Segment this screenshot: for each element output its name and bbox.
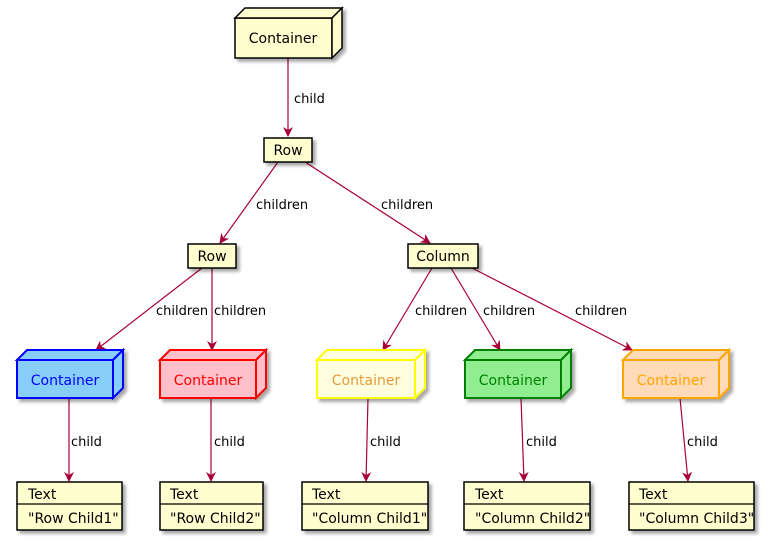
edge-label-column-to-orange: children [575, 304, 627, 319]
edge-label-column-to-yellow: children [415, 304, 467, 319]
edge-label-red-to-text2: child [214, 435, 245, 450]
column-node [407, 243, 479, 269]
root-container-label: Container [249, 31, 318, 47]
container-blue-label: Container [31, 373, 100, 389]
edge-label-root-to-row: child [294, 92, 325, 107]
edge-label-blue-to-text1: child [71, 435, 102, 450]
text-node-3-value: "Column Child1" [312, 511, 427, 527]
container-yellow-node [314, 347, 428, 401]
text-node-2-value: "Row Child2" [170, 511, 261, 527]
edge-orange-to-text5 [679, 397, 693, 482]
edge-label-row-to-column: children [381, 198, 433, 213]
text-node-4-value: "Column Child2" [475, 511, 590, 527]
edge-label-row-to-row: children [256, 198, 308, 213]
root-container-node [233, 6, 344, 60]
text-node-5-title: Text [638, 487, 668, 503]
text-node-5-value: "Column Child3" [639, 511, 754, 527]
edge-row-to-blue [95, 267, 203, 351]
text-node-4-title: Text [474, 487, 504, 503]
text-node-2-title: Text [169, 487, 199, 503]
edge-column-to-green [450, 267, 501, 351]
text-node-3: Text "Column Child1" [301, 481, 429, 531]
row-inner-label: Row [197, 249, 226, 265]
container-green-label: Container [479, 373, 548, 389]
text-node-1: Text "Row Child1" [16, 481, 123, 531]
edge-row-to-row [219, 161, 279, 244]
edge-label-yellow-to-text3: child [370, 435, 401, 450]
text-node-3-title: Text [311, 487, 341, 503]
container-yellow-label: Container [332, 373, 401, 389]
column-label: Column [416, 249, 470, 265]
text-node-1-title: Text [27, 487, 57, 503]
edges [64, 58, 693, 482]
row-main-label: Row [273, 143, 302, 159]
edge-row-to-column [304, 161, 431, 244]
edge-label-row-to-blue: children [156, 304, 208, 319]
edge-label-orange-to-text5: child [687, 435, 718, 450]
edge-label-column-to-green: children [483, 304, 535, 319]
edge-label-green-to-text4: child [526, 435, 557, 450]
edge-labels: child children children children childre… [71, 92, 718, 450]
edge-column-to-yellow [382, 267, 433, 351]
row-inner-node [187, 243, 237, 269]
container-blue-node [14, 347, 126, 401]
container-orange-label: Container [637, 373, 706, 389]
row-main-node [263, 137, 313, 163]
container-orange-node [620, 347, 732, 401]
text-node-1-value: "Row Child1" [28, 511, 119, 527]
text-node-2: Text "Row Child2" [159, 481, 264, 531]
container-green-node [462, 347, 574, 401]
edge-yellow-to-text3 [361, 397, 372, 482]
container-red-label: Container [174, 373, 243, 389]
container-red-node [157, 347, 269, 401]
text-node-4: Text "Column Child2" [463, 481, 591, 531]
edge-label-row-to-red: children [214, 304, 266, 319]
text-node-5: Text "Column Child3" [628, 481, 755, 531]
edge-green-to-text4 [518, 397, 529, 482]
edge-column-to-orange [471, 267, 633, 351]
